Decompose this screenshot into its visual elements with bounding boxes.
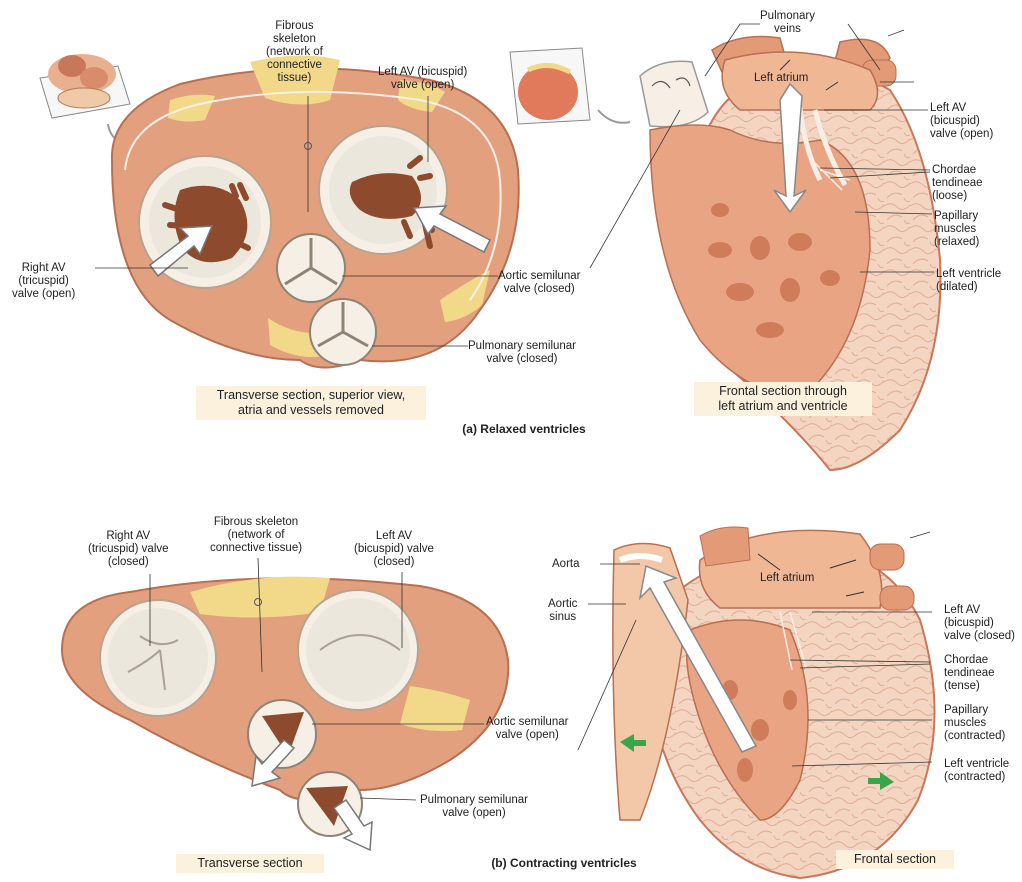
label-pulmonary-a: Pulmonary semilunar valve (closed) — [468, 340, 576, 366]
label-pulmonary-b: Pulmonary semilunar valve (open) — [420, 794, 528, 820]
label-left-ventricle-b: Left ventricle (contracted) — [944, 758, 1009, 784]
label-left-av-b-right: Left AV (bicuspid) valve (closed) — [944, 604, 1015, 643]
caption-panel-b: (b) Contracting ventricles — [464, 856, 664, 871]
label-papillary-b: Papillary muscles (contracted) — [944, 704, 1005, 743]
label-left-atrium-a: Left atrium — [754, 72, 808, 85]
label-left-atrium-b: Left atrium — [760, 572, 814, 585]
label-aortic-sinus: Aortic sinus — [548, 598, 577, 624]
label-pulmonary-veins: Pulmonary veins — [760, 10, 815, 36]
panel-a-left-art — [40, 54, 519, 368]
caption-b-left: Transverse section — [176, 854, 324, 873]
caption-a-right: Frontal section through left atrium and … — [694, 382, 872, 416]
label-right-av-a: Right AV (tricuspid) valve (open) — [12, 262, 75, 301]
label-left-ventricle-a: Left ventricle (dilated) — [936, 268, 1001, 294]
label-chordae-a: Chordae tendineae (loose) — [932, 164, 983, 203]
caption-panel-a: (a) Relaxed ventricles — [424, 422, 624, 437]
label-left-av-a-right: Left AV (bicuspid) valve (open) — [930, 102, 993, 141]
small-heart-inset-a2 — [510, 48, 630, 124]
panel-b-right-art — [578, 527, 935, 878]
label-chordae-b: Chordae tendineae (tense) — [944, 654, 995, 693]
label-fibrous-skeleton-a: Fibrous skeleton (network of connective … — [266, 20, 323, 85]
caption-a-left: Transverse section, superior view, atria… — [196, 386, 426, 420]
label-left-av-b: Left AV (bicuspid) valve (closed) — [354, 530, 434, 569]
label-right-av-b: Right AV (tricuspid) valve (closed) — [88, 530, 169, 569]
label-left-av-a: Left AV (bicuspid) valve (open) — [378, 66, 467, 92]
label-papillary-a: Papillary muscles (relaxed) — [934, 210, 979, 249]
label-fibrous-skeleton-b: Fibrous skeleton (network of connective … — [210, 516, 302, 555]
label-aortic-a: Aortic semilunar valve (closed) — [498, 270, 580, 296]
label-aorta: Aorta — [552, 558, 580, 571]
caption-b-right: Frontal section — [836, 850, 954, 869]
label-aortic-b: Aortic semilunar valve (open) — [486, 716, 568, 742]
